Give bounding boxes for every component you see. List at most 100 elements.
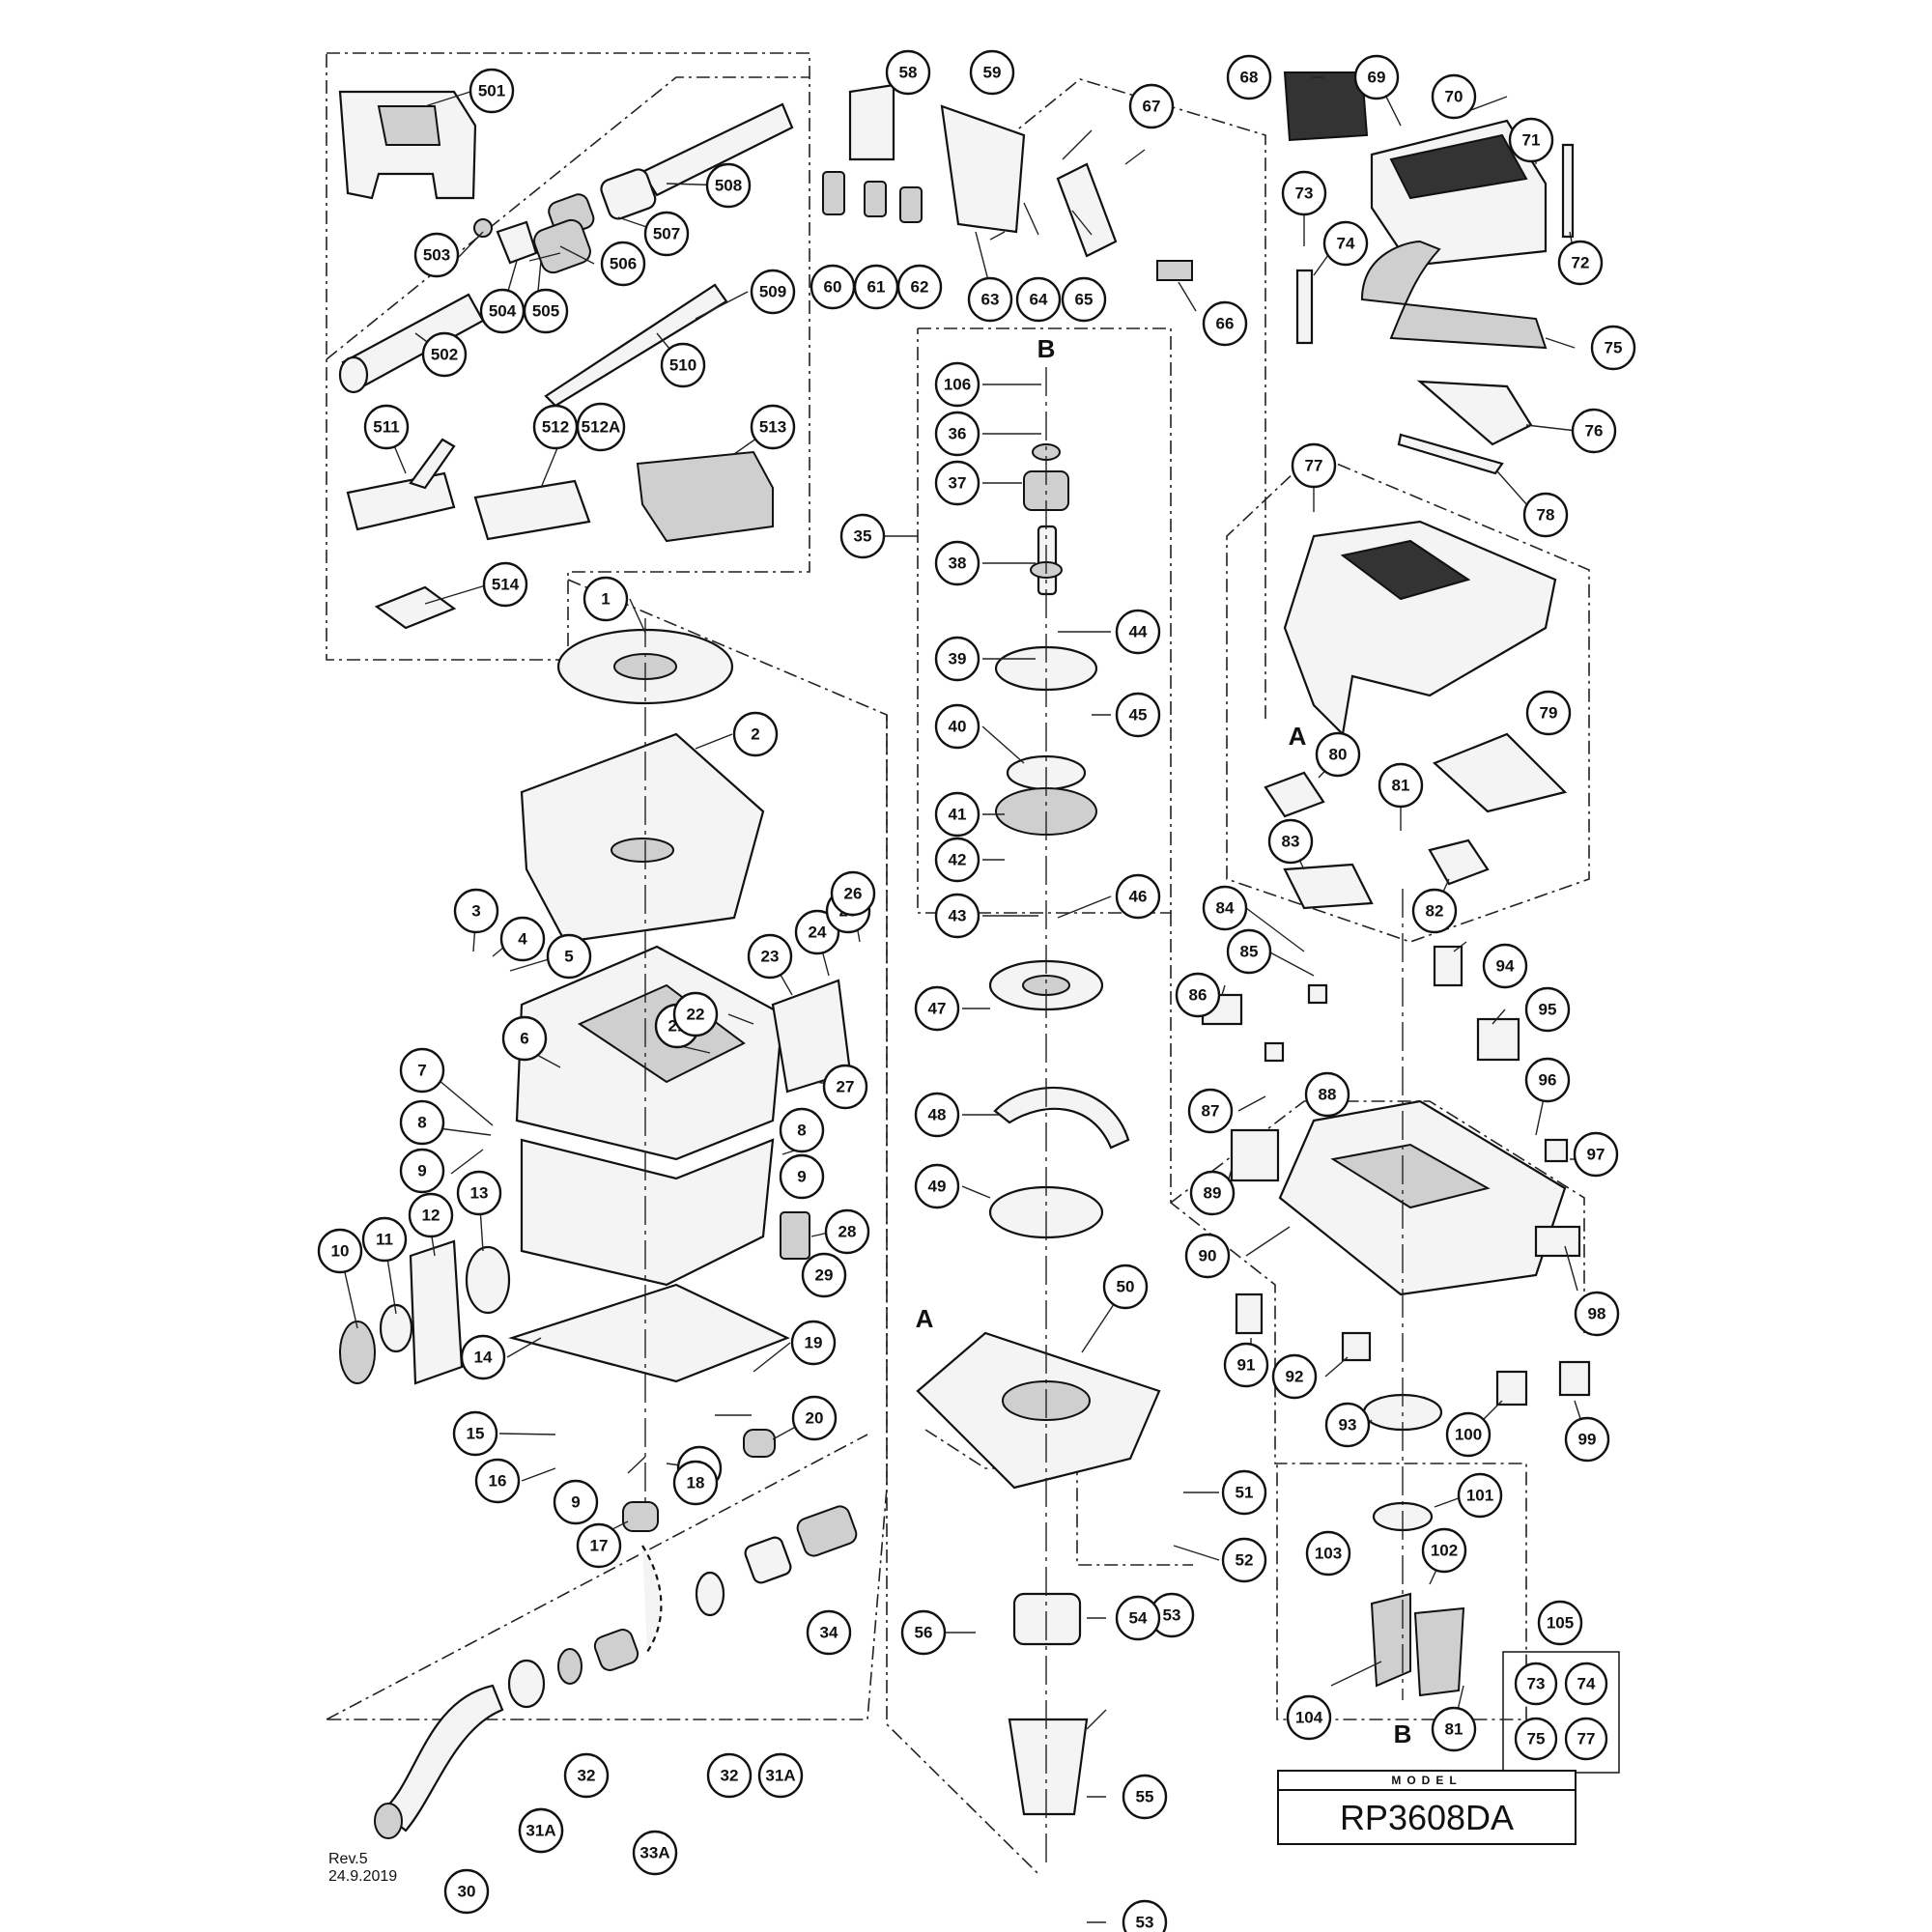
callout-circle <box>1573 1131 1619 1178</box>
callout-number: 88 <box>1319 1086 1337 1104</box>
callout-37: 37 <box>934 460 980 506</box>
callout-circle <box>413 232 460 278</box>
callout-number: 72 <box>1572 254 1590 272</box>
callout-65: 65 <box>1061 276 1107 323</box>
callout-64: 64 <box>1015 276 1062 323</box>
callout-92: 92 <box>1271 1353 1318 1400</box>
callout-circle <box>1184 1233 1231 1279</box>
reference-letter-b: B <box>1394 1719 1412 1748</box>
callout-62: 62 <box>896 264 943 310</box>
callout-number: 75 <box>1605 339 1623 357</box>
callout-number: 53 <box>1136 1914 1154 1932</box>
callout-circle <box>576 402 626 452</box>
callout-number: 81 <box>1445 1720 1463 1739</box>
callout-71: 71 <box>1508 117 1554 163</box>
callout-30: 30 <box>443 1868 490 1915</box>
callout-circle <box>914 1092 960 1138</box>
callout-51: 51 <box>1221 1469 1267 1516</box>
callout-circle <box>934 460 980 506</box>
callout-circle <box>1286 1694 1332 1741</box>
callout-number: 48 <box>928 1106 947 1124</box>
callout-number: 6 <box>520 1030 528 1048</box>
callout-circle <box>456 1170 502 1216</box>
callout-circle <box>934 361 980 408</box>
model-box: MODEL RP3608DA <box>1277 1770 1577 1845</box>
reference-letter-a: A <box>1289 722 1307 751</box>
callout-circle <box>1291 442 1337 489</box>
callout-circle <box>1431 1706 1477 1752</box>
callout-14: 14 <box>460 1334 506 1380</box>
callout-number: 505 <box>532 302 559 321</box>
callout-circle <box>1557 240 1604 286</box>
callout-circle <box>790 1320 837 1366</box>
callout-number: 84 <box>1216 899 1235 918</box>
callout-83: 83 <box>1267 818 1314 865</box>
callout-68: 68 <box>1226 54 1272 100</box>
callout-26: 26 <box>830 870 876 917</box>
callout-circle <box>1421 1527 1467 1574</box>
callout-circle <box>791 1395 838 1441</box>
callout-504: 504 <box>479 288 526 334</box>
callout-circle <box>1304 1071 1350 1118</box>
callout-number: 43 <box>949 907 967 925</box>
callout-circle <box>1202 885 1248 931</box>
callout-circle <box>643 211 690 257</box>
callout-number: 71 <box>1522 131 1541 150</box>
callout-circle <box>672 991 719 1037</box>
callout-number: 56 <box>915 1624 933 1642</box>
callout-number: 105 <box>1547 1614 1574 1633</box>
callout-circle <box>1524 1057 1571 1103</box>
callout-number: 78 <box>1537 506 1555 525</box>
callout-number: 93 <box>1339 1416 1357 1435</box>
callout-circle <box>1226 928 1272 975</box>
callout-circle <box>408 1192 454 1238</box>
callout-circle <box>1115 1595 1161 1641</box>
callout-47: 47 <box>914 985 960 1032</box>
callout-61: 61 <box>853 264 899 310</box>
callout-circle <box>779 1107 825 1153</box>
callout-number: 7 <box>417 1062 426 1080</box>
callout-4: 4 <box>499 916 546 962</box>
callout-35: 35 <box>839 513 886 559</box>
callout-circle <box>1271 1353 1318 1400</box>
callout-circle <box>1524 986 1571 1033</box>
callout-38: 38 <box>934 540 980 586</box>
callout-circle <box>934 893 980 939</box>
callout-circle <box>1353 54 1400 100</box>
callout-number: 508 <box>715 177 742 195</box>
callout-number: 66 <box>1216 315 1235 333</box>
callout-29: 29 <box>801 1252 847 1298</box>
callout-number: 82 <box>1426 902 1444 921</box>
callout-number: 55 <box>1136 1788 1154 1806</box>
callout-circle <box>705 162 752 209</box>
callout-number: 89 <box>1204 1184 1222 1203</box>
callout-circle <box>474 1458 521 1504</box>
callout-number: 80 <box>1329 746 1348 764</box>
callout-circle <box>1315 731 1361 778</box>
callout-number: 514 <box>492 576 520 594</box>
callout-32: 32 <box>563 1752 610 1799</box>
callout-number: 512A <box>582 418 621 437</box>
callout-number: 50 <box>1117 1278 1135 1296</box>
callout-circle <box>750 404 796 450</box>
callout-28: 28 <box>824 1208 870 1255</box>
callout-15: 15 <box>452 1410 498 1457</box>
callout-81: 81 <box>1378 762 1424 809</box>
callout-106: 106 <box>934 361 980 408</box>
callout-number: 28 <box>838 1223 857 1241</box>
callout-31a-2: 31A <box>757 1752 804 1799</box>
callout-number: 32 <box>721 1767 739 1785</box>
callout-circle <box>1431 73 1477 120</box>
callout-circle <box>934 636 980 682</box>
callout-number: 97 <box>1587 1146 1605 1164</box>
callout-87: 87 <box>1187 1088 1234 1134</box>
callout-circle <box>1223 1342 1269 1388</box>
callout-42: 42 <box>934 837 980 883</box>
callout-18-2: 18 <box>672 1460 719 1506</box>
callout-22: 22 <box>672 991 719 1037</box>
callout-number: 31A <box>765 1767 795 1785</box>
callout-70: 70 <box>1431 73 1477 120</box>
callout-number: 39 <box>949 650 967 668</box>
callout-number: 76 <box>1585 422 1604 440</box>
callout-circle <box>1378 762 1424 809</box>
